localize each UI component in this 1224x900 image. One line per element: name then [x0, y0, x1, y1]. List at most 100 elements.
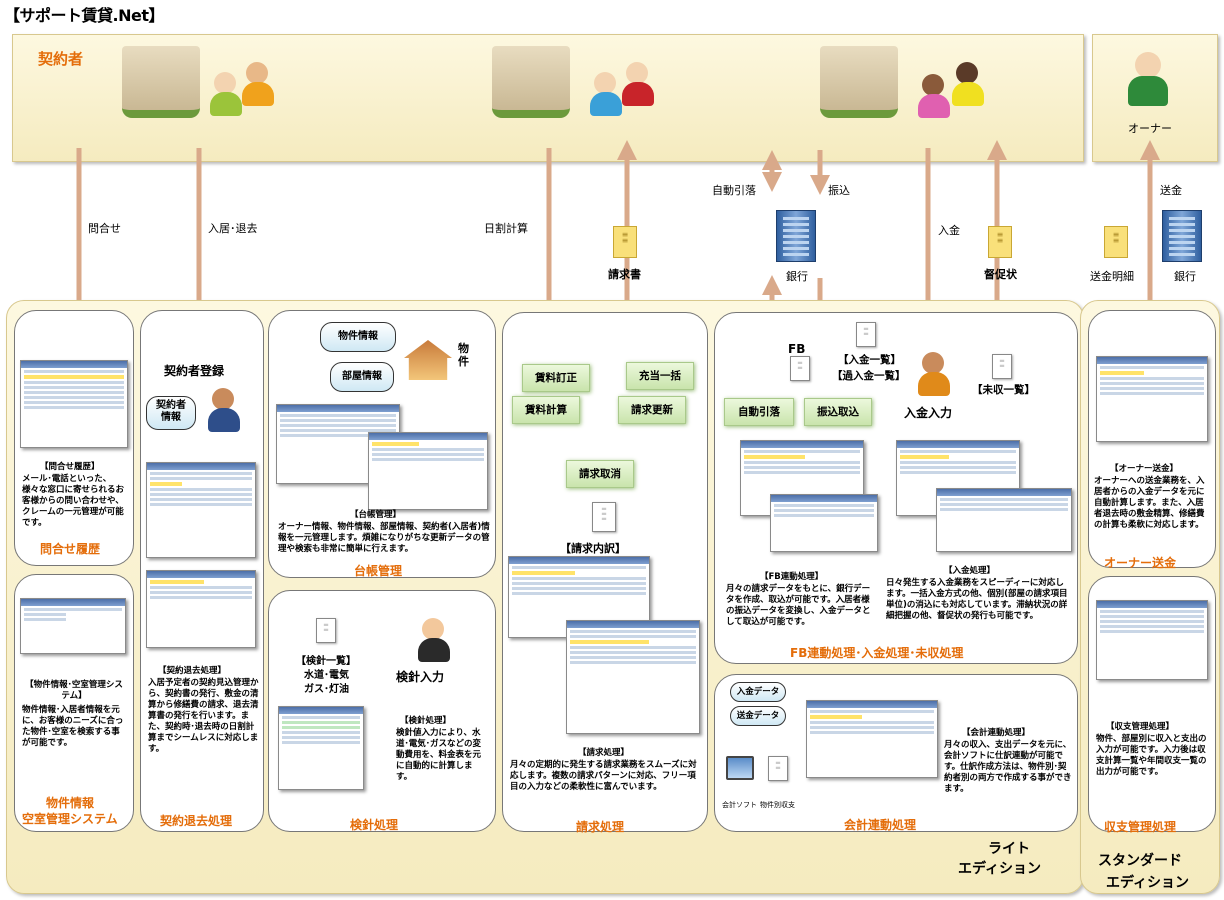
balance-heading: 【収支管理処理】 — [1106, 722, 1175, 732]
dunning-doc-icon: ≡≡ — [988, 226, 1012, 258]
report-doc-icon: ══ — [768, 756, 788, 781]
inquiry-heading: 【問合せ履歴】 — [40, 462, 100, 472]
inquiry-desc: メール･電話といった、様々な窓口に寄せられるお客様からの問い合わせや、クレームの… — [22, 474, 125, 528]
vacancy-desc: 物件情報･入居者情報を元に、お客様のニーズに合った物件･空室を検索する事が可能で… — [22, 705, 124, 748]
balance-desc: 物件、部屋別に収入と支出の入力が可能です。入力後は収支計算一覧や年間収支一覧の出… — [1096, 734, 1207, 777]
ledger-desc: オーナー情報、物件情報、部屋情報、契約者(入居者)情報を一元管理します。煩雑にな… — [278, 522, 490, 554]
computer-icon — [726, 756, 754, 780]
flow-label-dunning: 督促状 — [984, 268, 1017, 281]
person-icon — [918, 74, 950, 118]
room-info-db: 部屋情報 — [330, 362, 394, 392]
fb-doc-icon: ══ — [790, 356, 810, 381]
contract-screenshot-1 — [146, 462, 256, 558]
contract-desc: 入居予定者の契約見込管理から、契約書の発行、敷金の清算から修繕費の請求、退去清算… — [148, 678, 259, 754]
flow-label-bank-2: 銀行 — [1174, 270, 1196, 283]
property-info-db: 物件情報 — [320, 322, 396, 352]
unpaid-list-label: 【未収一覧】 — [972, 384, 1035, 396]
acct-soft-label: 会計ソフト — [722, 801, 757, 809]
contract-info-db: 契約者情報 — [146, 396, 196, 430]
lite-edition-label-1: ライト — [988, 841, 1030, 857]
owner-heading: 【オーナー送金】 — [1110, 464, 1179, 474]
ledger-heading: 【台帳管理】 — [350, 510, 402, 520]
acct-name: 会計連動処理 — [844, 818, 917, 832]
person-icon — [242, 62, 274, 106]
person-icon — [590, 72, 622, 116]
acct-desc: 月々の収入、支出データを元に、会計ソフトに仕訳連動が可能です。仕訳作成方法は、物… — [944, 740, 1072, 794]
meter-clerk-icon — [418, 618, 450, 662]
owner-icon — [1126, 52, 1170, 112]
apartment-image-1 — [122, 46, 200, 118]
vacancy-name-1: 物件情報 — [46, 796, 95, 810]
meter-screenshot — [278, 706, 364, 790]
transfer-import-button[interactable]: 振込取込 — [804, 398, 872, 426]
payment-screenshot-2 — [936, 488, 1072, 552]
contract-register-label: 契約者登録 — [164, 364, 225, 378]
flow-label-autodebit: 自動引落 — [712, 184, 756, 197]
payment-data-db: 入金データ — [730, 682, 786, 702]
payment-clerk-icon — [918, 352, 950, 396]
flow-label-remit-detail: 送金明細 — [1090, 270, 1134, 283]
property-balance-label: 物件別収支 — [760, 801, 795, 809]
person-icon — [952, 62, 984, 106]
rent-correct-button[interactable]: 賃料訂正 — [522, 364, 590, 392]
flow-label-invoice: 請求書 — [608, 268, 641, 281]
payment-list-doc-icon: ══ — [856, 322, 876, 347]
billing-desc: 月々の定期的に発生する請求業務をスムーズに対応します。複数の請求パターンに対応、… — [510, 760, 697, 792]
payment-desc: 日々発生する入金業務をスピーディーに対応します。一括入金方式の他、個別(部屋の請… — [886, 578, 1068, 621]
remit-doc-icon: ≡≡ — [1104, 226, 1128, 258]
flow-label-remit: 送金 — [1160, 184, 1182, 197]
owner-name: オーナー送金 — [1104, 556, 1177, 570]
owner-label: オーナー — [1128, 122, 1172, 135]
auto-debit-button[interactable]: 自動引落 — [724, 398, 794, 426]
flow-label-daily: 日割計算 — [484, 222, 528, 235]
meter-list-2: 水道･電気 — [304, 670, 349, 681]
contract-info-label-1: 契約者 — [156, 400, 186, 411]
contract-screenshot-2 — [146, 570, 256, 648]
billing-name: 請求処理 — [576, 820, 625, 834]
fb-name: FB連動処理･入金処理･未収処理 — [790, 646, 964, 660]
meter-desc: 検針値入力により、水道･電気･ガスなどの変動費用を、料金表を元に自動的に計算しま… — [396, 728, 482, 782]
contract-clerk-icon — [208, 388, 240, 432]
ledger-screenshot-2 — [368, 432, 488, 510]
vacancy-screenshot — [20, 598, 126, 654]
std-edition-label-1: スタンダード — [1098, 853, 1182, 869]
billing-update-button[interactable]: 請求更新 — [618, 396, 686, 424]
owner-desc: オーナーへの送金業務を、入居者からの入金データを元に自動計算します。また、入居者… — [1094, 476, 1205, 530]
person-icon — [622, 62, 654, 106]
fb-heading: 【FB連動処理】 — [760, 572, 824, 582]
fb-label: FB — [788, 342, 806, 356]
billing-doc-icon: ═══ — [592, 502, 616, 532]
meter-list-3: ガス･灯油 — [304, 684, 349, 695]
payment-list-label: 【入金一覧】 — [838, 354, 901, 366]
remit-data-db: 送金データ — [730, 706, 786, 726]
billing-detail-label: 【請求内訳】 — [560, 542, 626, 555]
invoice-doc-icon: ≡≡ — [613, 226, 637, 258]
acct-heading: 【会計連動処理】 — [962, 728, 1031, 738]
billing-screenshot-2 — [566, 620, 700, 734]
contract-heading: 【契約退去処理】 — [158, 666, 227, 676]
unpaid-doc-icon: ══ — [992, 354, 1012, 379]
bank-icon — [776, 210, 816, 262]
fb-desc: 月々の請求データをもとに、銀行データを作成、取込が可能です。入居者様の振込データ… — [726, 584, 871, 627]
payment-input-label: 入金入力 — [904, 406, 953, 420]
billing-cancel-button[interactable]: 請求取消 — [566, 460, 634, 488]
meter-name: 検針処理 — [350, 818, 399, 832]
payment-heading: 【入金処理】 — [944, 566, 996, 576]
flow-label-inquiry: 問合せ — [88, 222, 121, 235]
apartment-image-2 — [492, 46, 570, 118]
meter-list-head: 【検針一覧】 — [296, 656, 356, 667]
rent-calc-button[interactable]: 賃料計算 — [512, 396, 580, 424]
vacancy-name-2: 空室管理システム — [22, 812, 118, 826]
page-title: 【サポート賃貸.Net】 — [4, 6, 164, 25]
billing-heading: 【請求処理】 — [578, 748, 630, 758]
bulk-allocate-button[interactable]: 充当一括 — [626, 362, 694, 390]
std-edition-label-2: エディション — [1106, 875, 1190, 891]
inquiry-screenshot — [20, 360, 128, 448]
contract-info-label-2: 情報 — [161, 412, 181, 423]
inquiry-name: 問合せ履歴 — [40, 542, 101, 556]
fb-screenshot-2 — [770, 494, 878, 552]
acct-screenshot — [806, 700, 938, 778]
owner-screenshot — [1096, 356, 1208, 442]
ledger-name: 台帳管理 — [354, 564, 403, 578]
meter-input-label: 検針入力 — [396, 670, 445, 684]
